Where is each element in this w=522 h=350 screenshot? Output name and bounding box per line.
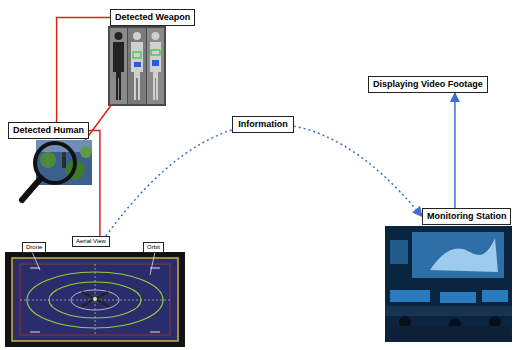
connector [89,131,100,237]
box-text: Drone [26,244,42,251]
image-label-box: Detected Human [8,122,89,139]
part-label-box: Orbit [143,242,164,253]
box-text: Displaying Video Footage [373,79,483,90]
leader-line [150,252,155,275]
output-box: Displaying Video Footage [368,76,488,93]
drone-orbit-image [5,252,185,347]
magnifier-icon [22,143,75,200]
station-box: Monitoring Station [422,208,511,225]
leader-line [32,252,40,270]
box-text: Monitoring Station [427,211,506,222]
box-text: Aerial View [76,238,106,245]
box-text: Orbit [147,244,160,251]
part-label-box: Drone [22,242,46,253]
connector [454,93,456,208]
box-text: Detected Human [13,125,84,136]
human-photo [36,140,92,185]
weapon-scan-image [108,26,166,106]
image-label-box: Detected Weapon [110,9,195,26]
monitoring-room-image [385,226,512,342]
box-text: Detected Weapon [115,12,190,23]
connector [106,124,422,236]
part-label-box: Aerial View [72,236,110,247]
connector [57,18,110,123]
edge-label: Information [232,116,294,133]
